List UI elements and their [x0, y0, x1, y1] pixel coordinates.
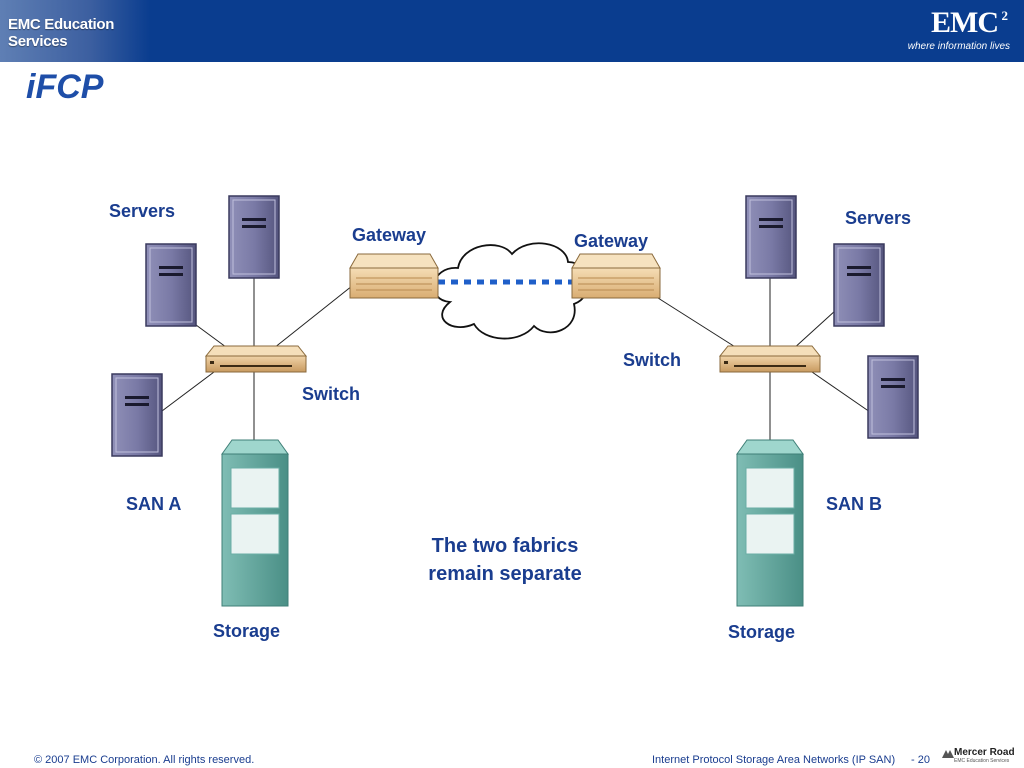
- server-right-2: [833, 243, 885, 327]
- emc-tagline: where information lives: [907, 41, 1010, 52]
- san-a-label: SAN A: [126, 494, 182, 514]
- servers-left-label: Servers: [109, 201, 176, 221]
- switch-left-label: Switch: [302, 384, 361, 404]
- server-left-3: [111, 373, 163, 457]
- storage-right-label: Storage: [728, 622, 796, 642]
- gateway-left-label: Gateway: [352, 225, 427, 245]
- footer-course-title: Internet Protocol Storage Area Networks …: [652, 754, 896, 766]
- fabrics-note: The two fabrics remain separate: [395, 532, 615, 588]
- connection-lines: [157, 276, 871, 442]
- mercer-road-subtitle: EMC Education Services: [954, 758, 1010, 764]
- switch-right-label: Switch: [623, 350, 682, 370]
- gateway-right-label: Gateway: [574, 231, 649, 251]
- education-services-logo: EMC Education Services: [0, 0, 150, 62]
- fabrics-note-line-2: remain separate: [428, 563, 582, 585]
- mercer-road-title: Mercer Road: [954, 747, 1015, 758]
- storage-right-device: [736, 439, 804, 607]
- emc-logo-superscript: 2: [1001, 8, 1009, 23]
- switch-left-device: [205, 345, 307, 373]
- mercer-road-logo: Mercer Road EMC Education Services: [942, 746, 1016, 766]
- storage-left-label: Storage: [213, 621, 281, 641]
- header-bar: EMC Education Services EMC 2 where infor…: [0, 0, 1024, 62]
- switch-right-device: [719, 345, 821, 373]
- footer-copyright: © 2007 EMC Corporation. All rights reser…: [34, 754, 255, 766]
- education-services-logo-text: EMC Education Services: [8, 16, 115, 50]
- server-left-1: [228, 195, 280, 279]
- slide-title: iFCP: [26, 68, 104, 106]
- fabrics-note-line-1: The two fabrics: [431, 535, 579, 557]
- gateway-left-device: [349, 253, 439, 299]
- server-right-1: [745, 195, 797, 279]
- san-b-label: SAN B: [826, 494, 883, 514]
- servers-right-label: Servers: [845, 208, 912, 228]
- server-left-2: [145, 243, 197, 327]
- emc-logo: EMC: [931, 6, 999, 39]
- ip-network-cloud: [433, 242, 590, 340]
- footer-page-number: - 20: [911, 754, 930, 766]
- gateway-right-device: [571, 253, 661, 299]
- storage-left-device: [221, 439, 289, 607]
- server-right-3: [867, 355, 919, 439]
- mercer-road-icon: [942, 750, 954, 758]
